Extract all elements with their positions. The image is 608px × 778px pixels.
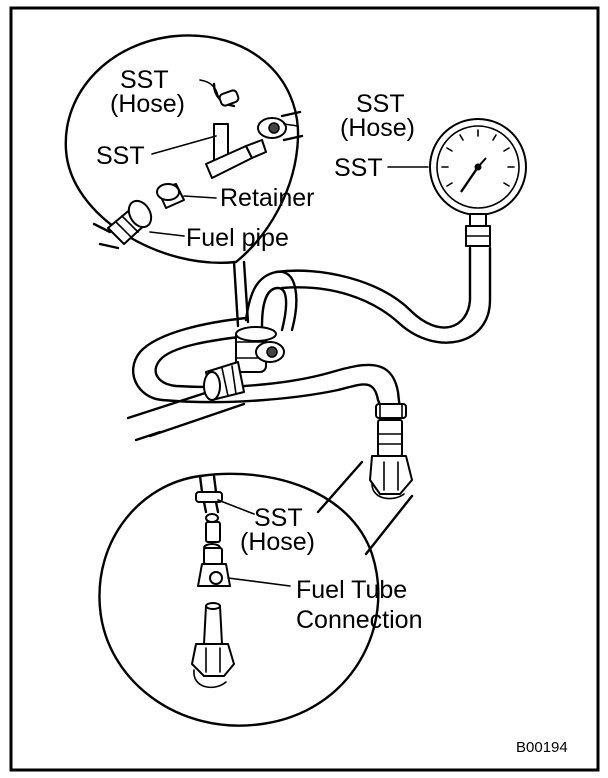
- label-sst-tee: SST: [96, 142, 145, 170]
- main-assembly: [126, 246, 492, 500]
- label-fuel-tube-2: Connection: [296, 606, 422, 634]
- label-fuel-tube-1: Fuel Tube: [296, 576, 407, 604]
- label-sst-hose-bottom-1: SST: [254, 504, 303, 532]
- detail-circle-top: [64, 34, 304, 264]
- figure-code: B00194: [516, 739, 568, 756]
- leader-lines: [149, 79, 429, 587]
- label-sst-hose-bottom-2: (Hose): [240, 528, 315, 556]
- label-sst-hose-right-1: SST: [356, 90, 405, 118]
- label-fuel-pipe: Fuel pipe: [186, 224, 289, 252]
- label-sst-gauge: SST: [334, 154, 383, 182]
- gauge-needle: [460, 166, 479, 193]
- label-sst-hose-top-1: SST: [120, 66, 169, 94]
- label-retainer: Retainer: [220, 184, 315, 212]
- pressure-gauge: [429, 118, 527, 247]
- detail-circle-bottom: [98, 460, 414, 727]
- callout-labels: SST (Hose) SST Retainer Fuel pipe SST (H…: [96, 66, 568, 756]
- label-sst-hose-right-2: (Hose): [340, 114, 415, 142]
- label-sst-hose-top-2: (Hose): [110, 90, 185, 118]
- figure-frame: [9, 6, 600, 772]
